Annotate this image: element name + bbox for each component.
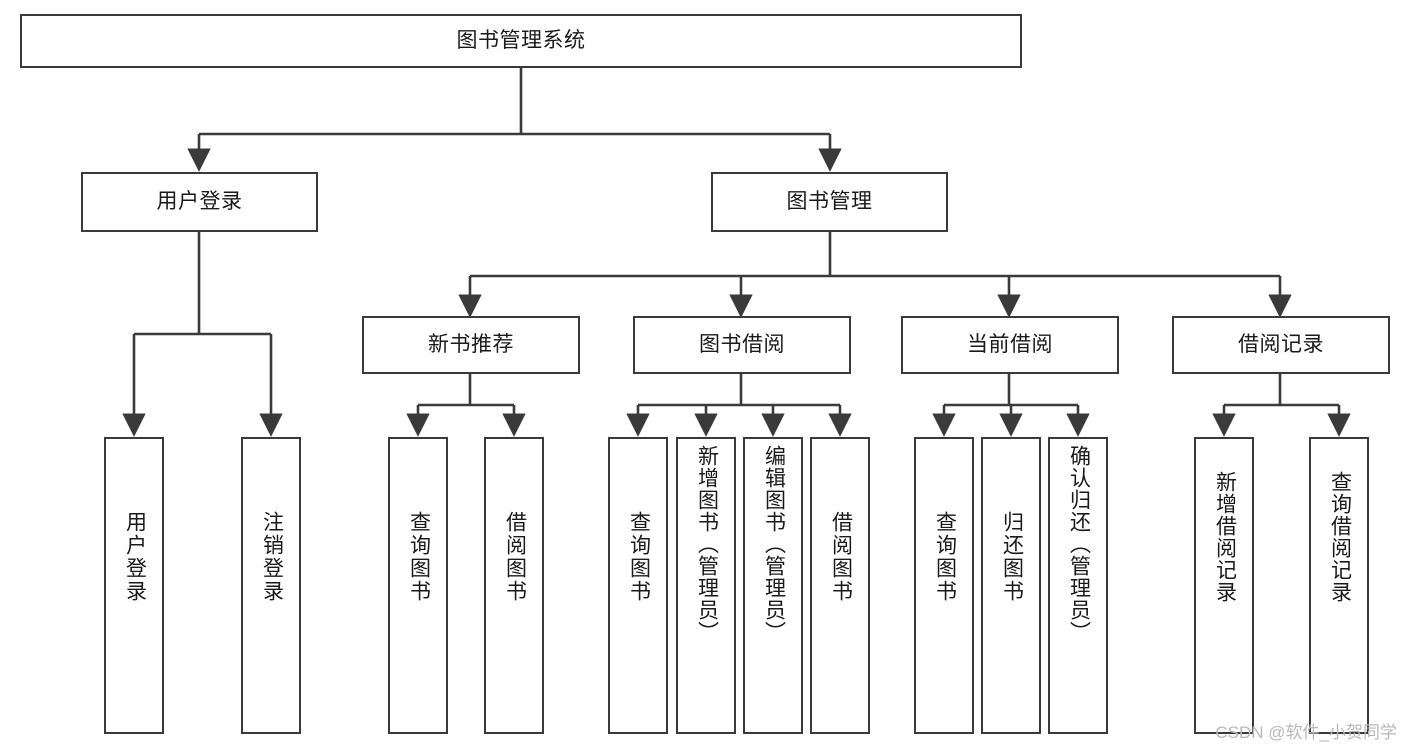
node-current-borrow[interactable]: 当前借阅 <box>901 316 1119 374</box>
node-leaf-user-login[interactable]: 用户登录 <box>104 437 164 734</box>
node-leaf-add-record-label: 新增借阅记录 <box>1213 471 1237 603</box>
node-borrow-record-label: 借阅记录 <box>1238 332 1324 356</box>
node-leaf-add-record[interactable]: 新增借阅记录 <box>1194 437 1254 734</box>
node-leaf-user-login-label: 用户登录 <box>123 511 147 603</box>
node-borrow-record[interactable]: 借阅记录 <box>1172 316 1390 374</box>
node-leaf-edit-book-label: 编辑图书（管理员） <box>762 445 786 643</box>
node-leaf-query-book-3[interactable]: 查询图书 <box>914 437 974 734</box>
node-leaf-add-book[interactable]: 新增图书（管理员） <box>676 437 736 734</box>
node-leaf-return-book[interactable]: 归还图书 <box>981 437 1041 734</box>
node-leaf-add-book-label: 新增图书（管理员） <box>695 445 719 643</box>
node-root-label: 图书管理系统 <box>456 28 586 52</box>
node-leaf-logout-label: 注销登录 <box>260 511 284 603</box>
node-leaf-logout[interactable]: 注销登录 <box>241 437 301 734</box>
node-leaf-borrow-book-1[interactable]: 借阅图书 <box>484 437 544 734</box>
node-leaf-query-book-1[interactable]: 查询图书 <box>388 437 448 734</box>
node-book-management-label: 图书管理 <box>786 189 873 213</box>
node-user-login[interactable]: 用户登录 <box>81 172 318 232</box>
csdn-watermark: CSDN @软件_小贺同学 <box>1215 723 1397 742</box>
node-book-borrow-label: 图书借阅 <box>699 332 785 356</box>
node-book-borrow[interactable]: 图书借阅 <box>633 316 851 374</box>
node-leaf-query-record[interactable]: 查询借阅记录 <box>1309 437 1369 734</box>
node-new-book-recommend-label: 新书推荐 <box>428 332 514 356</box>
node-leaf-confirm-return[interactable]: 确认归还（管理员） <box>1048 437 1108 734</box>
node-leaf-edit-book[interactable]: 编辑图书（管理员） <box>743 437 803 734</box>
node-book-management[interactable]: 图书管理 <box>711 172 948 232</box>
node-leaf-borrow-book-1-label: 借阅图书 <box>503 511 527 603</box>
node-leaf-query-book-2[interactable]: 查询图书 <box>608 437 668 734</box>
node-leaf-borrow-book-2[interactable]: 借阅图书 <box>810 437 870 734</box>
node-leaf-borrow-book-2-label: 借阅图书 <box>829 511 853 603</box>
node-leaf-query-book-3-label: 查询图书 <box>933 511 957 603</box>
node-leaf-query-book-1-label: 查询图书 <box>407 511 431 603</box>
node-user-login-label: 用户登录 <box>156 189 243 213</box>
node-current-borrow-label: 当前借阅 <box>967 332 1053 356</box>
node-new-book-recommend[interactable]: 新书推荐 <box>362 316 580 374</box>
node-root[interactable]: 图书管理系统 <box>20 14 1022 68</box>
node-leaf-confirm-return-label: 确认归还（管理员） <box>1067 445 1091 643</box>
node-leaf-query-record-label: 查询借阅记录 <box>1328 471 1352 603</box>
node-leaf-return-book-label: 归还图书 <box>1000 511 1024 603</box>
node-leaf-query-book-2-label: 查询图书 <box>627 511 651 603</box>
